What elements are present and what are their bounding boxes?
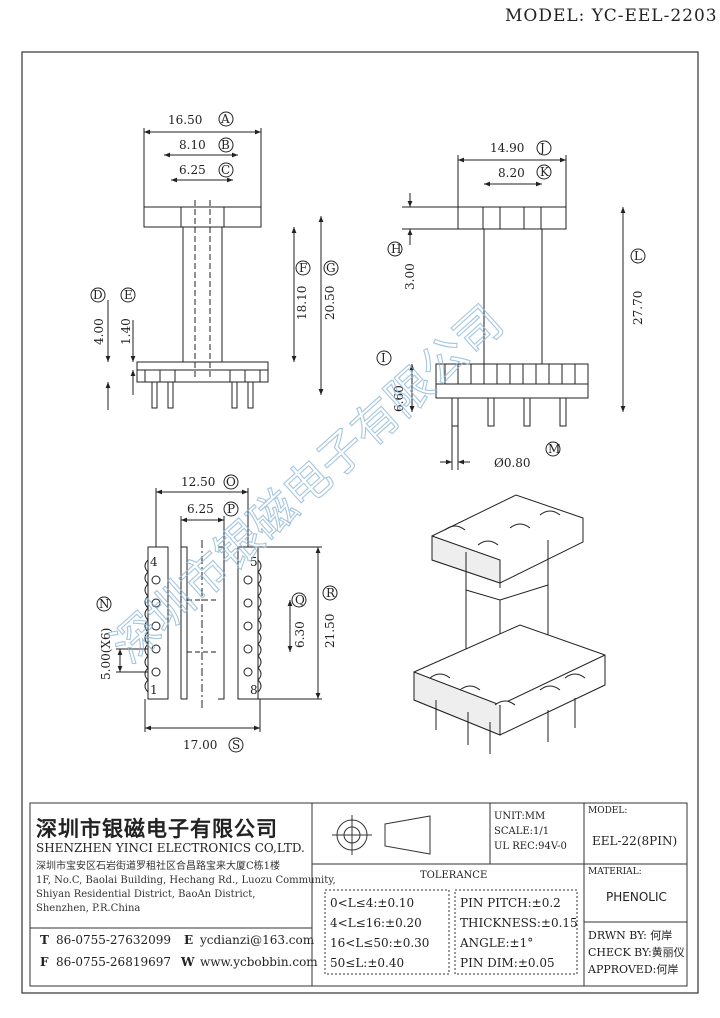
dim-g: 20.50 <box>323 286 337 320</box>
svg-text:H: H <box>391 242 401 256</box>
address-cn: 深圳市宝安区石岩街道罗租社区合昌路宝来大厦C栋1楼 <box>36 861 281 872</box>
tolerance-3: 16<L≤50:±0.30 <box>330 936 430 950</box>
svg-text:K: K <box>540 165 550 179</box>
address-en-line3: Shenzhen, P.R.China <box>36 903 141 914</box>
email-value[interactable]: ycdianzi@163.com <box>200 933 315 947</box>
svg-text:G: G <box>326 261 336 275</box>
svg-text:S: S <box>232 738 240 752</box>
model-number: MODEL: YC-EEL-2203 <box>505 6 718 26</box>
dim-c: 6.25 <box>179 163 206 177</box>
side-view-dimensions: 14.90 J 8.20 K H 3.00 L 27.70 I 6.60 Ø0.… <box>376 140 646 470</box>
tolerance-title: TOLERANCE <box>420 870 488 881</box>
dim-k: 8.20 <box>498 166 525 180</box>
dim-b: 8.10 <box>179 138 206 152</box>
tolerance-2: 4<L≤16:±0.20 <box>330 916 422 930</box>
tolerance-4: 50≤L:±0.40 <box>330 956 405 970</box>
front-view-dimensions: 16.50 A 8.10 B 6.25 C D E 4.00 1.40 F 18… <box>90 111 339 345</box>
dim-h: 3.00 <box>403 263 417 290</box>
pin-dim: PIN DIM:±0.05 <box>460 956 555 970</box>
pin-label-4: 4 <box>150 555 158 569</box>
dim-r: 21.50 <box>323 614 337 648</box>
material-label: MATERIAL: <box>588 867 642 877</box>
material-value: PHENOLIC <box>606 890 667 904</box>
dim-o: 12.50 <box>181 475 215 489</box>
address-en-line1: 1F, No.C, Baolai Building, Hechang Rd., … <box>36 875 336 886</box>
svg-text:R: R <box>326 586 336 600</box>
unit: UNIT:MM <box>494 811 546 822</box>
tolerance-1: 0<L≤4:±0.10 <box>330 896 415 910</box>
bottom-view-dimensions: 12.50 O 6.25 P N 5.00(X6) Q 6.30 R 21.50… <box>96 474 338 753</box>
svg-text:O: O <box>226 475 236 489</box>
dim-s: 17.00 <box>183 738 217 752</box>
front-view <box>105 128 324 410</box>
dim-n: 5.00(X6) <box>99 628 113 680</box>
tel-label: T <box>40 933 49 947</box>
svg-text:B: B <box>221 138 230 152</box>
pin-pitch: PIN PITCH:±0.2 <box>460 896 561 910</box>
company-name-cn: 深圳市银磁电子有限公司 <box>36 816 278 841</box>
pin-label-8: 8 <box>250 683 258 697</box>
dim-m: Ø0.80 <box>494 456 531 470</box>
model-value: EEL-22(8PIN) <box>592 834 678 848</box>
angle: ANGLE:±1° <box>460 936 534 950</box>
svg-text:A: A <box>220 112 230 126</box>
svg-text:I: I <box>381 351 386 365</box>
thickness: THICKNESS:±0.15 <box>460 916 578 930</box>
pin-label-5: 5 <box>250 555 258 569</box>
svg-text:E: E <box>124 288 133 302</box>
svg-text:D: D <box>93 288 103 302</box>
fax-value: 86-0755-26819697 <box>56 955 171 969</box>
dim-d: 4.00 <box>92 318 106 345</box>
approved-by: APPROVED:何岸 <box>588 963 679 976</box>
dim-e: 1.40 <box>119 318 133 345</box>
svg-text:P: P <box>227 502 235 516</box>
title-block <box>29 802 688 987</box>
svg-text:F: F <box>299 261 307 275</box>
dim-a: 16.50 <box>168 113 202 127</box>
bottom-view <box>116 488 322 732</box>
svg-text:N: N <box>99 597 110 611</box>
side-view <box>402 155 626 470</box>
svg-text:Q: Q <box>295 593 305 607</box>
dim-f: 18.10 <box>295 286 309 320</box>
tel-value: 86-0755-27632099 <box>56 933 171 947</box>
isometric-view <box>413 494 606 754</box>
dim-p: 6.25 <box>187 502 214 516</box>
fax-label: F <box>40 955 49 969</box>
dim-j: 14.90 <box>490 141 524 155</box>
svg-text:J: J <box>538 141 545 155</box>
drawn-by: DRWN BY: 何岸 <box>588 929 673 942</box>
dim-q: 6.30 <box>293 621 307 648</box>
dim-i: 6.60 <box>392 385 406 412</box>
email-label: E <box>184 933 194 947</box>
model-label: MODEL: <box>588 806 628 816</box>
dim-l: 27.70 <box>631 291 645 325</box>
checked-by: CHECK BY:黄丽仪 <box>588 946 685 959</box>
ul-rec: UL REC:94V-0 <box>494 841 567 852</box>
web-value[interactable]: www.ycbobbin.com <box>200 955 318 969</box>
svg-text:C: C <box>221 163 230 177</box>
svg-text:L: L <box>634 249 642 263</box>
pin-label-1: 1 <box>150 683 158 697</box>
address-en-line2: Shiyan Residential District, BaoAn Distr… <box>36 889 256 900</box>
watermark: 深圳市银磁电子有限公司 <box>101 294 513 673</box>
company-name-en: SHENZHEN YINCI ELECTRONICS CO,LTD. <box>36 841 305 855</box>
scale: SCALE:1/1 <box>494 826 550 837</box>
svg-text:M: M <box>548 442 560 456</box>
drawing-border <box>21 51 699 994</box>
web-label: W <box>181 955 195 969</box>
